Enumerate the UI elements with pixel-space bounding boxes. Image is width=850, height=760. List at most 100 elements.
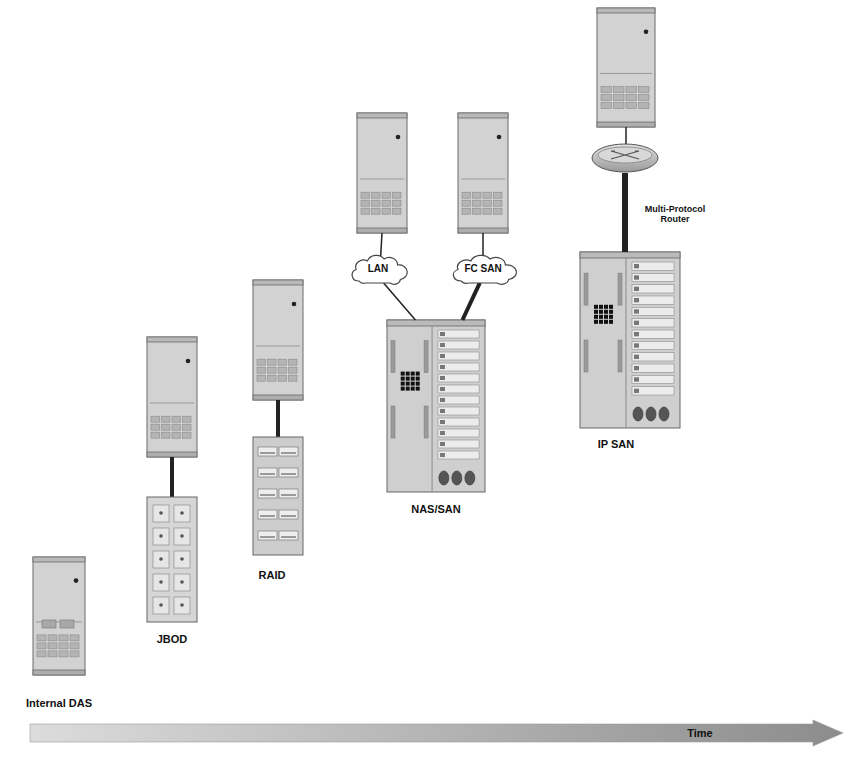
control-grid-cell (406, 382, 410, 386)
drive-slot (438, 407, 479, 415)
drive-slot (632, 319, 674, 327)
drive-slot (438, 451, 479, 459)
vent-cell (183, 424, 192, 430)
vent-cell (626, 95, 637, 101)
time-arrow-shape (30, 720, 843, 746)
device-node: IP SAN (580, 252, 680, 428)
vent-cell (151, 416, 160, 422)
server-base (253, 395, 303, 400)
vent-cell (268, 359, 277, 365)
time-arrow: Time (30, 720, 843, 746)
server-base (357, 228, 407, 233)
power-led (74, 578, 79, 583)
device-label: Multi-Protocol Router (633, 204, 717, 225)
disk-slot (174, 574, 190, 591)
vent-cell (278, 375, 287, 381)
vent-cell (462, 192, 471, 198)
disk-bar (258, 489, 277, 498)
disk-bar-shade (281, 536, 296, 538)
connector-cable (462, 283, 479, 320)
enclosure-body (147, 497, 197, 622)
server-body (147, 337, 197, 457)
vent-cell (462, 208, 471, 214)
vent-cell (162, 416, 171, 422)
drive-handle (634, 366, 639, 370)
drive-handle (440, 431, 445, 435)
disk-bar-shade (260, 515, 275, 517)
drive-cylinder (633, 407, 643, 421)
drive-slot (438, 330, 479, 338)
vent-cell (268, 375, 277, 381)
vent-cell (372, 208, 381, 214)
server-base (33, 670, 85, 675)
vent-cell (268, 367, 277, 373)
vent-cell (183, 432, 192, 438)
drive-slot (632, 262, 674, 270)
disk-bar (279, 510, 298, 519)
router-icon (591, 143, 659, 173)
disk-bar-shade (281, 452, 296, 454)
control-grid-cell (599, 320, 603, 324)
control-grid-cell (594, 310, 598, 314)
vent-cell (382, 208, 391, 214)
vent-cell (37, 635, 46, 641)
vent-cell (601, 95, 612, 101)
drive-slot (632, 387, 674, 395)
jbod-enclosure (147, 497, 197, 622)
cable (170, 457, 174, 497)
vent-cell (601, 87, 612, 93)
vent-cell (172, 416, 181, 422)
drive-handle (440, 365, 445, 369)
array-divider (626, 258, 627, 428)
control-grid-cell (401, 382, 405, 386)
drive-slot (438, 341, 479, 349)
drive-bay (42, 620, 56, 628)
axis-label: Time (687, 727, 712, 740)
vent-cell (278, 359, 287, 365)
vent-cell (382, 192, 391, 198)
vent-cell (59, 635, 68, 641)
server-cap (33, 557, 85, 562)
drive-handle (634, 377, 639, 381)
vent-cell (483, 200, 492, 206)
router-arrows (611, 151, 639, 159)
server-cap (458, 113, 508, 118)
vent-cell (462, 200, 471, 206)
vent-cell (393, 192, 402, 198)
disk-led (159, 603, 163, 607)
vent-cell (70, 651, 79, 657)
device-label: Internal DAS (26, 697, 92, 710)
vent-cell (361, 208, 370, 214)
vent-cell (473, 192, 482, 198)
router-body (592, 144, 658, 172)
disk-slot (174, 505, 190, 522)
cable (276, 400, 280, 437)
side-bar (391, 406, 395, 438)
server-tower (253, 280, 303, 400)
disk-led (159, 557, 163, 561)
vent-cell (172, 432, 181, 438)
vent-cell (257, 359, 266, 365)
control-grid-cell (416, 377, 420, 381)
server-tower (147, 337, 197, 457)
disk-led (159, 534, 163, 538)
server-base (147, 452, 197, 457)
server-seam (150, 403, 194, 404)
server-tower (597, 8, 655, 127)
vent-cell (614, 103, 625, 109)
array-divider (432, 326, 433, 492)
network-cloud: LAN (350, 255, 406, 285)
disk-bar (258, 468, 277, 477)
drive-handle (634, 287, 639, 291)
vent-cell (639, 87, 650, 93)
control-grid-cell (401, 377, 405, 381)
disk-bar-shade (260, 452, 275, 454)
control-grid-cell (411, 387, 415, 391)
control-grid-cell (401, 372, 405, 376)
device-label: JBOD (157, 633, 188, 646)
server-cap (357, 113, 407, 118)
drive-handle (440, 398, 445, 402)
cloud-shape (352, 255, 407, 284)
vent-cell (257, 375, 266, 381)
